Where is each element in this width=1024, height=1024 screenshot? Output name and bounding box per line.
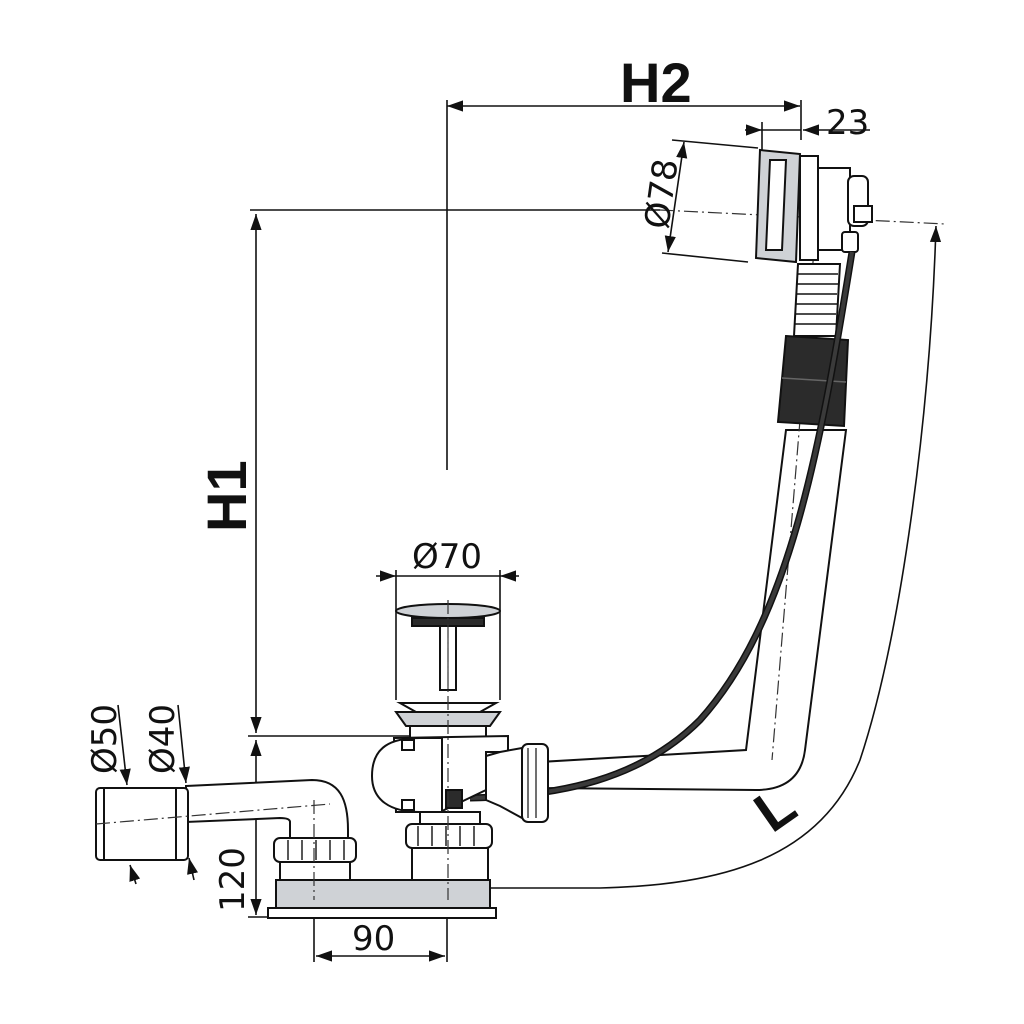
connector-sleeve	[776, 334, 850, 428]
d50-label: Ø50	[85, 704, 125, 774]
h1-label: H1	[195, 460, 258, 532]
trap-body	[370, 734, 549, 823]
d70-dimension	[376, 570, 519, 700]
dim-23	[745, 122, 870, 150]
dim-120-label: 120	[213, 847, 253, 912]
dim-90-label: 90	[352, 919, 395, 959]
h2-dimension	[446, 100, 802, 470]
d50-d40-dimension	[117, 704, 199, 885]
d78-label: Ø78	[637, 156, 686, 231]
outlet-elbow	[95, 778, 357, 883]
riser	[405, 811, 493, 883]
d40-label: Ø40	[143, 704, 183, 774]
dim-23-label: 23	[826, 103, 869, 143]
d70-label: Ø70	[412, 537, 482, 577]
base-plate	[267, 879, 497, 919]
bowden-cable	[469, 251, 856, 802]
center-lines	[313, 600, 449, 900]
overflow-head	[754, 148, 873, 337]
l-dimension	[460, 225, 942, 894]
h2-label: H2	[620, 51, 692, 114]
h1-dimension	[248, 209, 946, 737]
